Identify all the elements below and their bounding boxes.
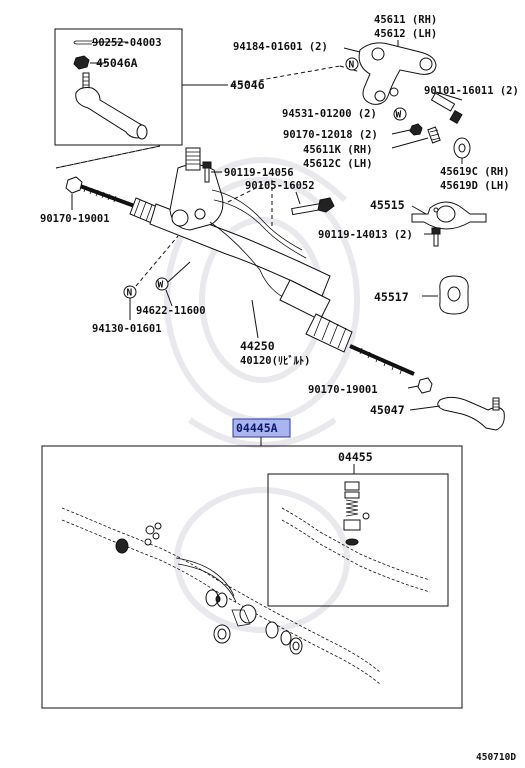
label-45619d-lh: 45619D (LH) <box>440 180 510 192</box>
label-04445a: 04445A <box>236 421 278 435</box>
tie-rod-end-45046[interactable] <box>73 40 148 140</box>
bolt-45611k[interactable] <box>427 126 441 144</box>
label-90252-04003: 90252-04003 <box>92 37 162 49</box>
label-45046a: 45046A <box>96 56 138 70</box>
bolt-90119-14013[interactable] <box>431 227 441 247</box>
label-45046: 45046 <box>230 78 265 92</box>
bolt-90105-16052[interactable] <box>291 197 335 216</box>
w-marker-94622: W <box>155 277 169 291</box>
overhaul-kit-box <box>41 445 463 709</box>
figure-code: 450710D <box>476 752 516 763</box>
n-marker-label-94130: N <box>127 288 133 299</box>
label-94531-01200: 94531-01200 (2) <box>282 108 377 120</box>
w-marker-washer: W <box>393 107 407 121</box>
nut-90170-12018[interactable] <box>409 123 423 136</box>
steering-rack-44250[interactable] <box>79 147 415 376</box>
label-90170-12018: 90170-12018 (2) <box>283 129 378 141</box>
label-45612c-lh: 45612C (LH) <box>303 158 373 170</box>
label-45517: 45517 <box>374 290 409 304</box>
kit-04455-parts[interactable] <box>281 481 431 593</box>
label-45619c-rh: 45619C (RH) <box>440 166 510 178</box>
label-04455: 04455 <box>338 450 373 464</box>
label-90105-16052: 90105-16052 <box>245 180 315 192</box>
label-45047: 45047 <box>370 403 405 417</box>
label-40120: 40120(ﾘﾋﾞﾙﾄ) <box>240 354 311 367</box>
bolt-90119-14056[interactable] <box>202 161 212 183</box>
label-45515: 45515 <box>370 198 405 212</box>
tie-rod-end-45047[interactable] <box>437 396 505 431</box>
n-marker-washer: N <box>345 57 359 71</box>
grommet-45517[interactable] <box>439 275 469 315</box>
label-90101-16011: 90101-16011 (2) <box>424 85 519 97</box>
label-90119-14013: 90119-14013 (2) <box>318 229 413 241</box>
kit-04445a-callout[interactable]: 04445A <box>232 418 291 438</box>
label-45612-lh: 45612 (LH) <box>374 28 437 40</box>
bushing-45619c[interactable] <box>453 137 471 159</box>
nut-90170-19001-left[interactable] <box>65 176 83 194</box>
w-marker-label-94622: W <box>158 280 164 291</box>
label-94622-11600: 94622-11600 <box>136 305 206 317</box>
label-44250: 44250 <box>240 339 275 353</box>
label-94130-01601: 94130-01601 <box>92 323 162 335</box>
n-marker-label: N <box>349 60 355 71</box>
label-90170-19001-right: 90170-19001 <box>308 384 378 396</box>
label-45611k-rh: 45611K (RH) <box>303 144 373 156</box>
knuckle-arm-45611[interactable] <box>358 42 437 105</box>
label-45611-rh: 45611 (RH) <box>374 14 437 26</box>
w-marker-label: W <box>396 110 402 121</box>
label-90119-14056: 90119-14056 <box>224 167 294 179</box>
label-90170-19001-left: 90170-19001 <box>40 213 110 225</box>
n-marker-94130: N <box>123 285 137 299</box>
tie-rod-end-box <box>54 28 183 146</box>
kit-04445a-parts[interactable] <box>61 507 381 685</box>
kit-04455-box <box>267 473 449 607</box>
label-94184-01601: 94184-01601 (2) <box>233 41 328 53</box>
nut-90170-19001-right[interactable] <box>417 377 433 394</box>
bracket-45515[interactable] <box>411 201 487 230</box>
bolt-90101-16011[interactable] <box>430 92 463 125</box>
